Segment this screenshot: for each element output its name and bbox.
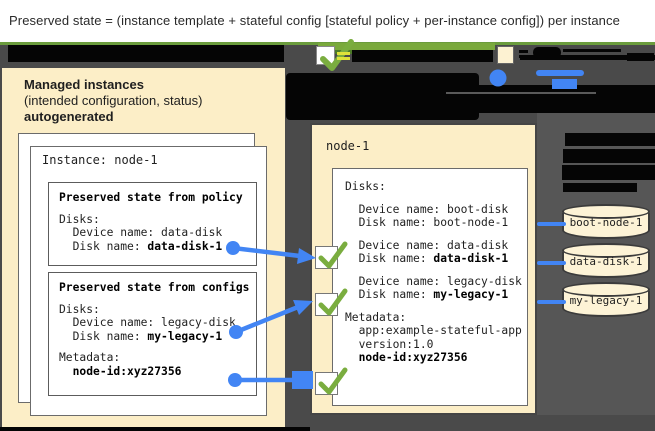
disk-label: data-disk-1 bbox=[569, 255, 643, 268]
redacted-bar bbox=[563, 49, 621, 52]
heading-line3: autogenerated bbox=[24, 109, 114, 124]
redacted-text-row bbox=[565, 133, 655, 146]
green-check-icon bbox=[318, 241, 348, 269]
legend-blue-dot-icon bbox=[489, 69, 507, 87]
checkmark-box-node-id bbox=[315, 367, 348, 395]
disk-cylinder-legacy: my-legacy-1 bbox=[562, 282, 650, 317]
instance-card-title: Instance: node-1 bbox=[42, 153, 158, 167]
redacted-text-row bbox=[562, 165, 655, 180]
disk-label: my-legacy-1 bbox=[569, 294, 643, 307]
redacted-bar bbox=[520, 55, 655, 60]
legend-equals-dash bbox=[337, 52, 350, 55]
managed-instances-heading: Managed instances (intended configuratio… bbox=[24, 77, 264, 125]
legend-equals-dash bbox=[337, 57, 350, 60]
redacted-bar bbox=[352, 50, 493, 62]
node-state-box: Disks: Device name: boot-disk Disk name:… bbox=[332, 168, 528, 406]
heading-line2: (intended configuration, status) bbox=[24, 93, 203, 108]
legend-vm-square-icon bbox=[497, 46, 514, 64]
green-check-icon bbox=[318, 367, 348, 395]
redacted-block bbox=[440, 85, 655, 113]
legend-green-bar bbox=[318, 43, 495, 50]
redacted-bar bbox=[8, 45, 284, 62]
green-check-icon bbox=[318, 288, 348, 316]
redacted-text-row bbox=[563, 149, 655, 163]
redacted-bar bbox=[533, 47, 561, 58]
redacted-bar bbox=[519, 50, 528, 53]
page-title: Preserved state = (instance template + s… bbox=[9, 13, 620, 28]
disk-cylinder-boot: boot-node-1 bbox=[562, 204, 650, 239]
redacted-line bbox=[446, 92, 596, 94]
node-panel-title: node-1 bbox=[326, 139, 370, 153]
redacted-text-row bbox=[563, 183, 637, 192]
checkmark-box-legacy-disk bbox=[315, 288, 348, 316]
title-bar: Preserved state = (instance template + s… bbox=[0, 0, 655, 42]
disk-cylinder-data: data-disk-1 bbox=[562, 243, 650, 278]
legend-checkmark-icon bbox=[316, 39, 354, 71]
heading-line1: Managed instances bbox=[24, 77, 144, 92]
redacted-bottom-strip bbox=[0, 427, 310, 431]
disk-label: boot-node-1 bbox=[569, 216, 643, 229]
checkmark-box-data-disk bbox=[315, 241, 348, 269]
